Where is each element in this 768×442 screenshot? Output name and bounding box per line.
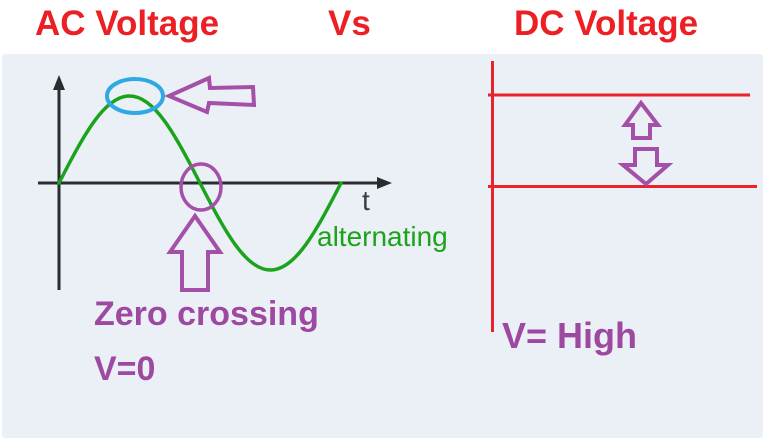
title-ac-voltage: AC Voltage bbox=[35, 4, 220, 43]
peak-pointer-left-arrow-icon bbox=[163, 75, 257, 115]
alternating-label: alternating bbox=[317, 221, 448, 252]
dc-voltage-graph bbox=[488, 61, 757, 332]
ac-voltage-graph bbox=[38, 75, 392, 292]
title-vs: Vs bbox=[328, 4, 371, 43]
zero-crossing-circle bbox=[179, 162, 223, 212]
v-equals-zero-label: V=0 bbox=[94, 350, 156, 388]
title-dc-voltage: DC Voltage bbox=[514, 4, 699, 43]
sine-wave bbox=[57, 94, 343, 272]
v-equals-high-label: V= High bbox=[502, 315, 638, 356]
time-axis-label: t bbox=[362, 185, 370, 216]
dc-down-arrow-icon bbox=[617, 147, 674, 187]
zero-crossing-up-arrow-icon bbox=[166, 212, 224, 292]
dc-up-arrow-icon bbox=[621, 99, 663, 140]
zero-crossing-label: Zero crossing bbox=[94, 295, 319, 333]
y-axis-arrowhead-icon bbox=[53, 75, 65, 90]
x-axis-arrowhead-icon bbox=[377, 177, 392, 189]
peak-highlight-ellipse bbox=[105, 77, 165, 115]
diagram-panel bbox=[2, 54, 763, 438]
